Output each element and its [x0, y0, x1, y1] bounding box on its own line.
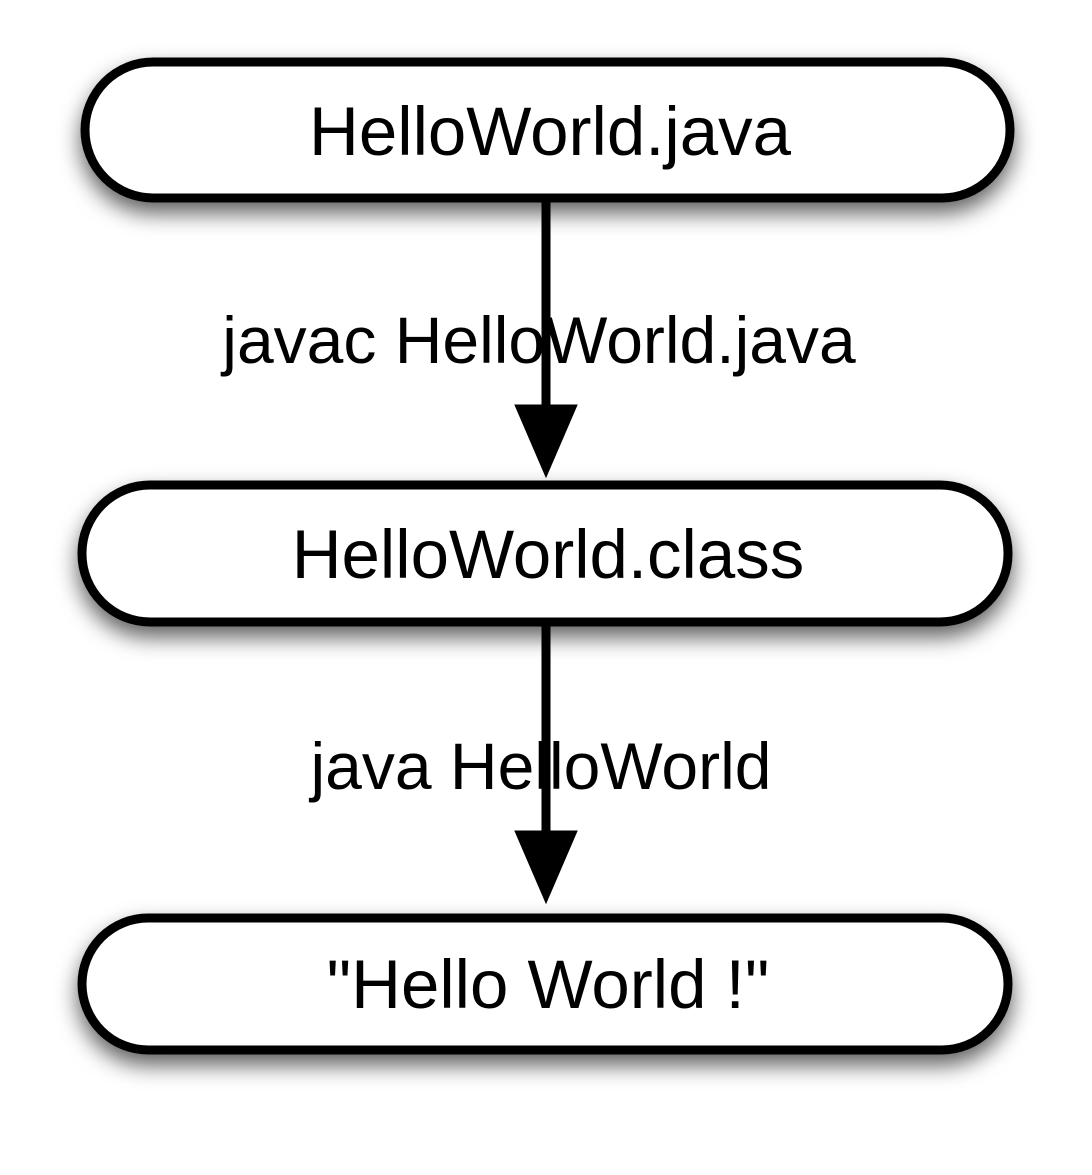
- node-bytecode-shape: [77, 480, 1013, 627]
- edge-compile-arrowhead-icon: [514, 404, 578, 479]
- edge-run[interactable]: java HelloWorld: [309, 622, 772, 905]
- edge-run-label: java HelloWorld: [309, 729, 772, 803]
- node-source[interactable]: HelloWorld.java: [80, 57, 1015, 203]
- edge-compile[interactable]: javac HelloWorld.java: [220, 198, 856, 479]
- node-source-label: HelloWorld.java: [309, 93, 792, 170]
- edge-compile-label: javac HelloWorld.java: [220, 303, 856, 377]
- node-output[interactable]: "Hello World !": [77, 913, 1013, 1055]
- node-output-shape: [77, 913, 1013, 1055]
- node-bytecode-label: HelloWorld.class: [292, 516, 805, 593]
- node-bytecode[interactable]: HelloWorld.class: [77, 480, 1013, 627]
- edge-run-arrowhead-icon: [514, 830, 578, 905]
- node-output-label: "Hello World !": [327, 946, 770, 1023]
- node-source-shape: [80, 57, 1015, 203]
